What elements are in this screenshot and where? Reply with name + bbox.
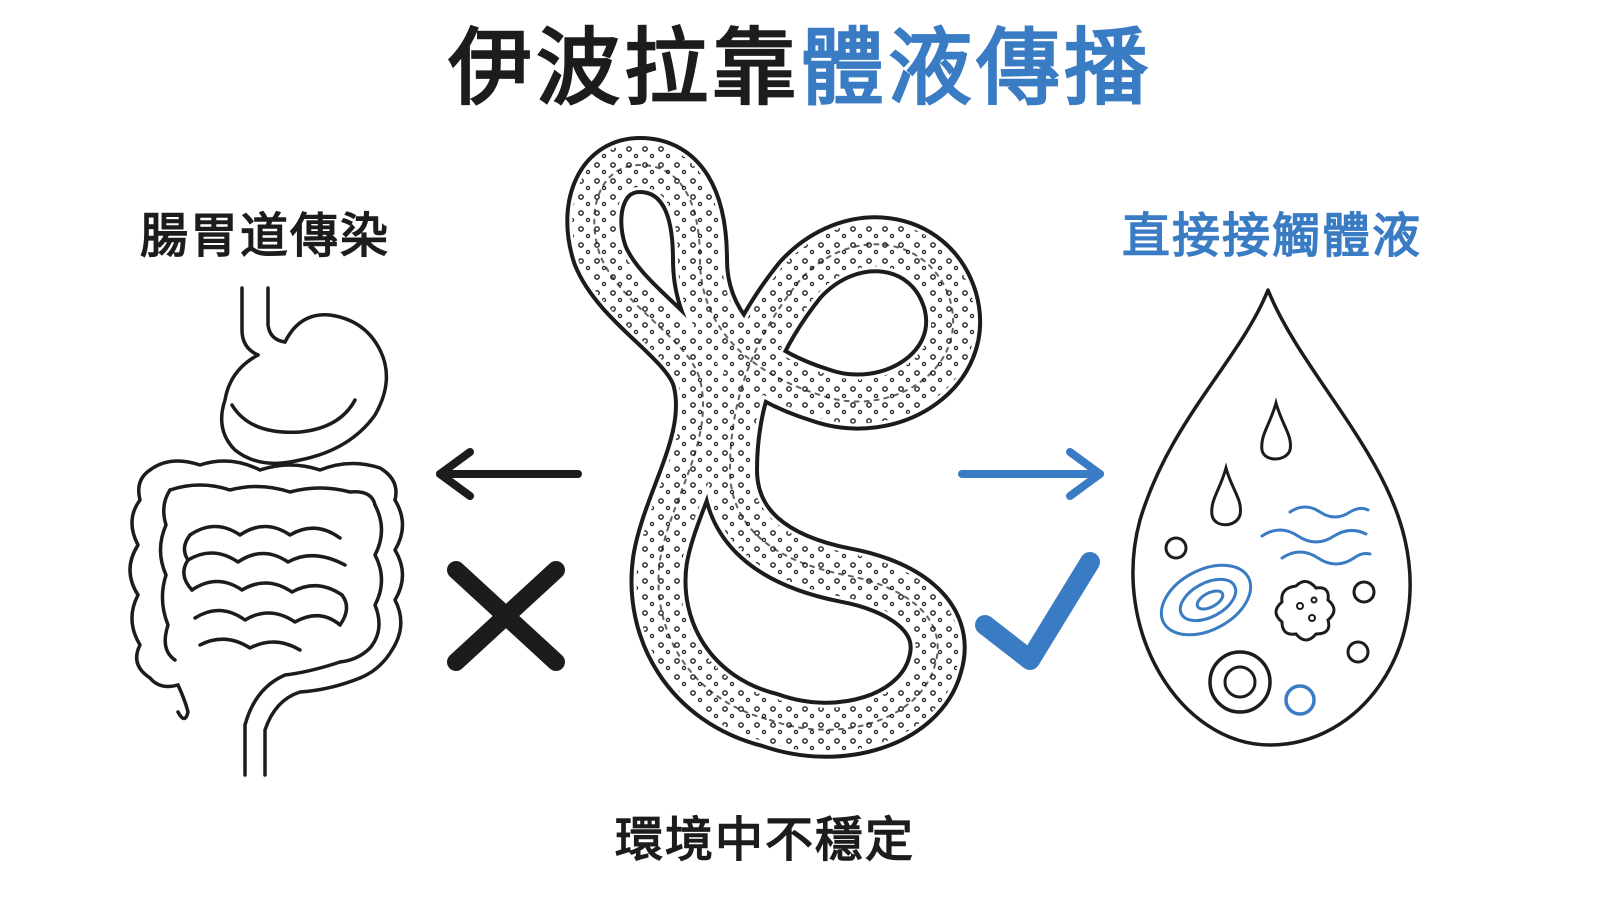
environment-unstable-label: 環境中不穩定: [615, 812, 916, 868]
page-title: 伊波拉靠體液傳播: [0, 22, 1600, 114]
body-fluid-drop-icon: [1131, 288, 1412, 747]
ebola-virus-icon: [565, 136, 983, 759]
digestive-system-icon: [128, 286, 405, 777]
title-part-blue: 體液傳播: [800, 19, 1153, 117]
title-part-dark: 伊波拉靠: [447, 19, 800, 117]
body-fluid-contact-label: 直接接觸體液: [1122, 208, 1423, 264]
right-arrow-icon: [958, 448, 1104, 500]
left-arrow-icon: [436, 448, 582, 500]
check-mark-icon: [975, 552, 1100, 670]
cross-mark-icon: [447, 561, 565, 671]
gastrointestinal-label: 腸胃道傳染: [140, 208, 391, 264]
